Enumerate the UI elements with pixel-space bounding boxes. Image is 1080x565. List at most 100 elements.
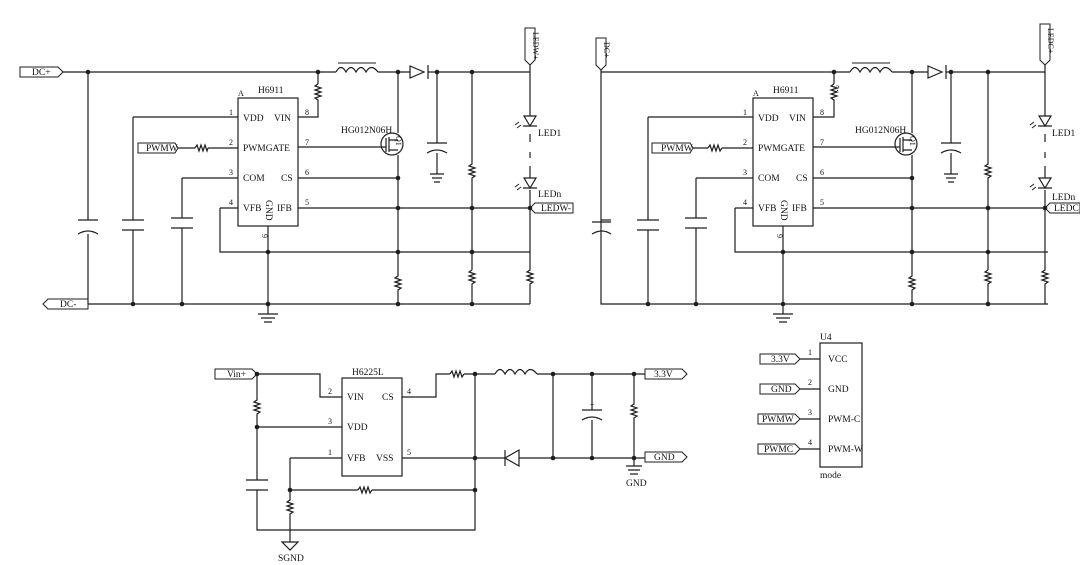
led1-label: LED1: [1052, 129, 1075, 139]
pin-num: 2: [743, 138, 747, 147]
capacitor-icon: [77, 219, 99, 235]
net-label: 3.3V: [771, 355, 790, 365]
right-driver-circuit: DC+ PWMW H6911 A VDD VIN PWMGATE COM CS …: [591, 23, 1080, 323]
buck-converter-circuit: Vin+ SGND H6225L VIN CS VDD VFB VSS 2 3 …: [214, 368, 688, 564]
pin-num: 9: [260, 234, 269, 238]
pin-num: 3: [328, 417, 332, 426]
ledn-icon: [1037, 177, 1053, 190]
chip-name: H6911: [258, 86, 284, 96]
net-label: GND: [771, 385, 792, 395]
chip-name: H6911: [773, 86, 799, 96]
pin-vin: VIN: [347, 393, 364, 403]
ledw-plus-label: LEDW+: [531, 32, 540, 60]
ground-icon: [258, 313, 278, 323]
pin-num: 1: [743, 108, 747, 117]
pin-vfb: VFB: [758, 204, 776, 214]
sgnd-icon: [280, 530, 300, 551]
pin-num: 7: [305, 138, 309, 147]
net-3v3-port: [759, 353, 801, 365]
pin-num: 4: [808, 438, 812, 447]
net-label: PWMW: [762, 415, 794, 425]
mosfet-label: HG012N06H: [855, 126, 906, 136]
ledc-minus-label: LEDC: [1054, 204, 1079, 214]
chip-marker: A: [753, 89, 759, 98]
net-pwmc-port: [757, 443, 801, 455]
pin-num: 1: [328, 448, 332, 457]
pin-num: 5: [305, 198, 309, 207]
h6911-chip-left: [237, 97, 299, 227]
pin-num: 4: [743, 198, 747, 207]
pin-num: 4: [407, 387, 411, 396]
pin-num: 9: [775, 234, 784, 238]
resistor-icon: [357, 485, 373, 495]
gnd-port-label: GND: [654, 453, 675, 463]
dc-minus-label: DC-: [60, 300, 76, 310]
pin8-mark: ?: [836, 84, 840, 93]
pin-vfb: VFB: [347, 454, 365, 464]
pin-num: 1: [808, 348, 812, 357]
mosfet-icon: [894, 132, 918, 156]
pwmw-label-right: PWMW: [661, 144, 693, 154]
pin-pwm-c: PWM-C: [828, 415, 860, 425]
cap-plus-sign: +: [590, 400, 595, 409]
resistor-icon: [449, 369, 465, 379]
pin-ifb: IFB: [792, 204, 807, 214]
mosfet-label: HG012N06H: [341, 126, 392, 136]
chip-name: H6225L: [352, 368, 384, 378]
pin-pwmgate: PWMGATE: [243, 144, 290, 154]
pin-vdd: VDD: [347, 423, 368, 433]
ground-icon: [626, 465, 642, 475]
vin-plus-label: Vin+: [227, 370, 246, 380]
mosfet-tag: Q1: [394, 136, 403, 146]
h6911-chip-right: [752, 97, 814, 227]
mosfet-icon: [380, 132, 404, 156]
gnd-label: GND: [626, 479, 647, 489]
pin-num: 6: [820, 168, 824, 177]
pin-vcc: VCC: [828, 355, 848, 365]
dc-plus-port-right: [595, 37, 607, 71]
pin-com: COM: [758, 174, 780, 184]
pin-ifb: IFB: [277, 204, 292, 214]
connector-name: mode: [820, 471, 841, 481]
pwmw-port-right: [651, 142, 694, 154]
dc-plus-label: DC+: [32, 68, 51, 78]
pin-num: 3: [743, 168, 747, 177]
pin-num: 1: [229, 108, 233, 117]
ledw-plus-port: [524, 27, 536, 66]
ledc-plus-label: LEDC+: [1046, 28, 1055, 54]
ledn-icon: [522, 177, 538, 190]
h6225l-chip: [341, 377, 403, 477]
inductor-icon: [849, 66, 893, 74]
dc-plus-port: [19, 66, 64, 78]
pin-num: 6: [305, 168, 309, 177]
left-driver-circuit: DC+ DC- PWMW H6911 A VDD VIN PWMGATE COM…: [19, 27, 574, 323]
capacitor-icon: [591, 221, 612, 235]
pin-num: 3: [808, 408, 812, 417]
ground-icon: [773, 313, 793, 323]
pin-gnd: GND: [828, 385, 849, 395]
pin-num: 5: [407, 448, 411, 457]
gnd-port: [644, 451, 688, 463]
mosfet-tag: Q1: [908, 136, 917, 146]
pin-cs: CS: [281, 174, 293, 184]
pin-com: COM: [243, 174, 265, 184]
pin-pwmgate: PWMGATE: [758, 144, 805, 154]
net-pwmw-port: [757, 413, 801, 425]
pin-gnd: GND: [263, 200, 273, 221]
pin-num: 8: [820, 108, 824, 117]
pin-num: 5: [820, 198, 824, 207]
out-3v3-label: 3.3V: [654, 370, 673, 380]
inductor-icon: [494, 368, 538, 376]
pin-num: 2: [229, 138, 233, 147]
connector-u4: U4 mode 3.3V GND PWMW PWMC 1 2 3 4 VCC G…: [757, 333, 863, 481]
chip-marker: A: [238, 89, 244, 98]
pin-gnd: GND: [778, 200, 788, 221]
pin-num: 2: [328, 387, 332, 396]
ledw-minus-label: LEDW-: [541, 204, 571, 214]
led1-label: LED1: [538, 129, 561, 139]
diode-icon: [503, 448, 520, 468]
pwmw-label: PWMW: [146, 144, 178, 154]
connector-body: [819, 342, 863, 468]
ledc-plus-port: [1039, 23, 1051, 66]
